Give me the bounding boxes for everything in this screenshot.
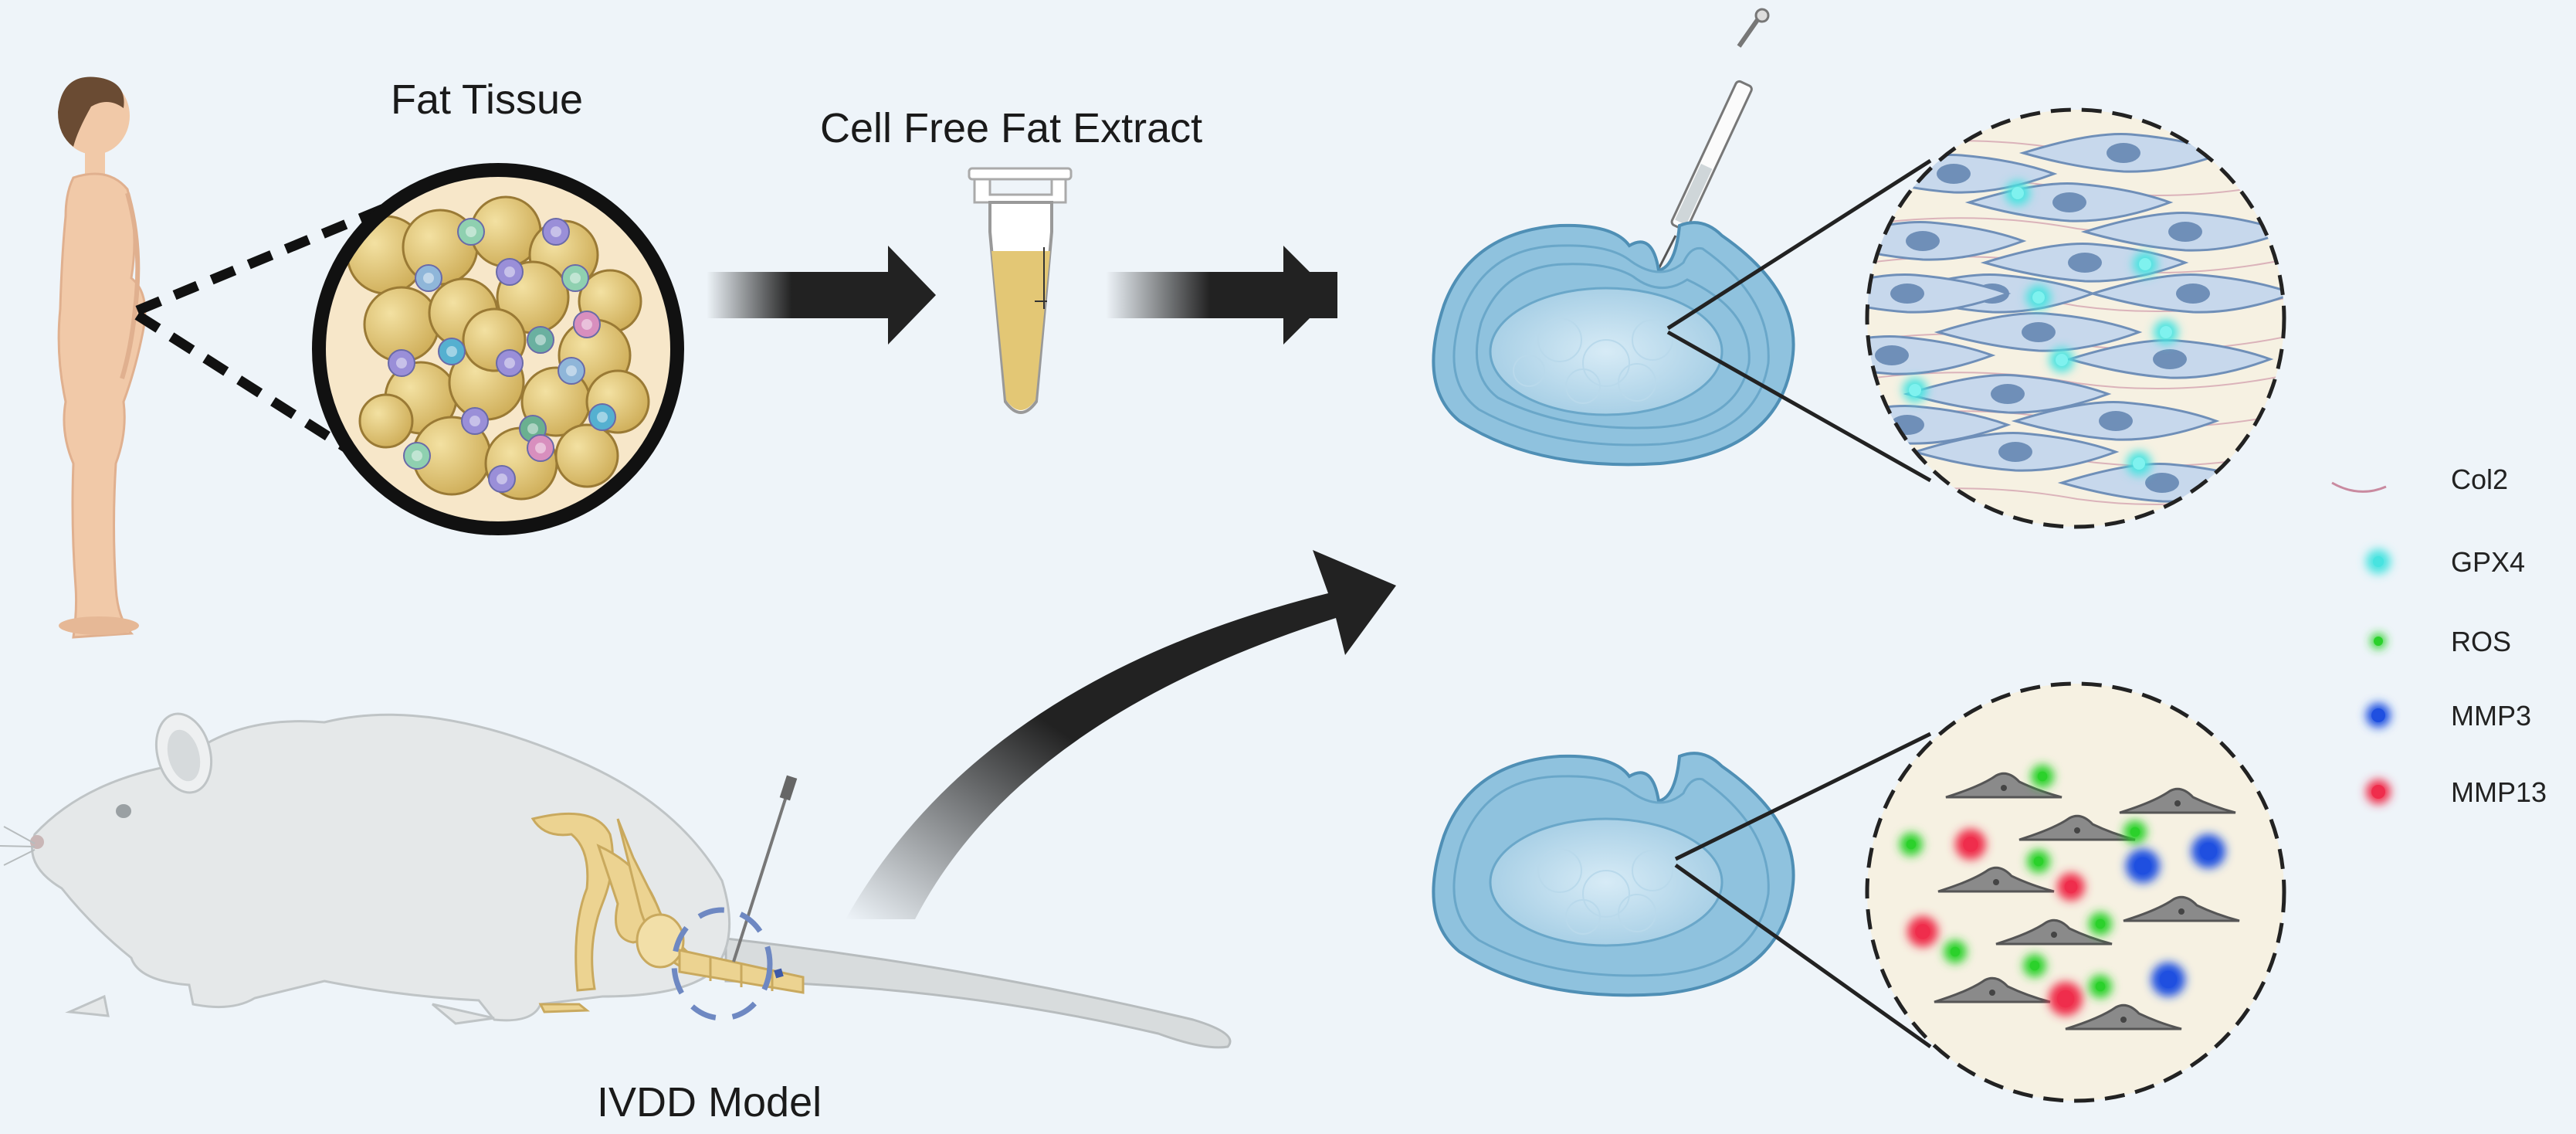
stem-cell <box>388 349 415 377</box>
stem-cell <box>588 403 616 431</box>
ivdd-model-label: IVDD Model <box>597 1079 822 1126</box>
zoom-lines-fat <box>134 202 390 468</box>
cell-nucleus <box>1998 442 2032 462</box>
cell-nucleus <box>2178 908 2185 915</box>
syringe-icon <box>1657 8 1770 270</box>
stem-cell <box>542 218 570 246</box>
cell-nucleus <box>2068 253 2102 273</box>
cell-nucleus <box>2001 785 2007 791</box>
legend-mmp3-label: MMP3 <box>2451 700 2532 732</box>
legend-col2-label: Col2 <box>2451 463 2509 495</box>
cell-nucleus <box>2052 192 2086 212</box>
fat-tissue-label: Fat Tissue <box>391 76 584 123</box>
intervertebral-disc-degenerated <box>1432 752 1795 997</box>
cell-nucleus <box>1890 284 1924 304</box>
stem-cell <box>457 218 485 246</box>
legend-ros-label: ROS <box>2451 626 2512 657</box>
rat-icon <box>0 712 1232 1049</box>
fat-cell <box>554 423 619 488</box>
stem-cell <box>527 326 554 354</box>
cell-nucleus <box>2074 827 2080 834</box>
stem-cell <box>573 311 601 338</box>
zoom-lines-bottom <box>1674 732 1932 1049</box>
arrow-right-1 <box>707 246 936 345</box>
cell-nucleus <box>2099 411 2133 431</box>
cell-nucleus <box>2107 143 2140 163</box>
marker-dots <box>1900 765 2225 1016</box>
col2-fiber <box>1868 372 2284 390</box>
arrow-right-2 <box>1106 246 1337 345</box>
gpx4-dots <box>1903 181 2178 476</box>
cell-nucleus <box>2145 473 2179 493</box>
legend-col2-symbol <box>2331 481 2387 493</box>
stem-cell <box>488 465 516 493</box>
stem-cell <box>438 338 466 365</box>
cell-nucleus <box>1875 345 1909 365</box>
fat-tissue-circle <box>312 163 684 535</box>
cell-nucleus <box>1993 879 1999 885</box>
cell-nucleus <box>1989 990 1995 996</box>
legend <box>2331 481 2391 804</box>
cell-nucleus <box>2051 932 2057 938</box>
zoom-circle-healthy <box>1865 107 2286 529</box>
cell-nucleus <box>2022 322 2056 342</box>
stem-cell <box>527 434 554 462</box>
cell-nucleus <box>1991 384 2025 404</box>
test-tube-icon <box>968 167 1073 414</box>
cell-nucleus <box>2176 284 2210 304</box>
human-figure-icon <box>57 76 147 639</box>
cell-nucleus <box>1906 231 1940 251</box>
zoom-lines-top <box>1666 158 1932 483</box>
cell-nucleus <box>1937 164 1971 184</box>
cell-nucleus <box>2168 222 2202 242</box>
legend-mmp13-label: MMP13 <box>2451 776 2547 808</box>
stem-cell <box>561 264 589 292</box>
intervertebral-disc-healthy <box>1432 221 1795 467</box>
cell-free-fat-extract-label: Cell Free Fat Extract <box>820 105 1203 151</box>
legend-gpx4-label: GPX4 <box>2451 546 2526 578</box>
stem-cell <box>496 258 524 286</box>
stem-cell <box>461 407 489 435</box>
cell-nucleus <box>2153 349 2187 369</box>
cell-nucleus <box>2174 800 2181 806</box>
curved-arrow <box>846 550 1396 919</box>
stem-cell <box>403 442 431 470</box>
stem-cell <box>415 264 442 292</box>
fat-cells <box>346 195 650 501</box>
fat-cell <box>358 393 414 449</box>
stem-cell <box>496 349 524 377</box>
stem-cell <box>558 357 585 385</box>
degenerated-cells <box>1934 772 2240 1030</box>
zoom-circle-degenerated <box>1865 681 2286 1103</box>
cell-nucleus <box>2120 1017 2127 1023</box>
